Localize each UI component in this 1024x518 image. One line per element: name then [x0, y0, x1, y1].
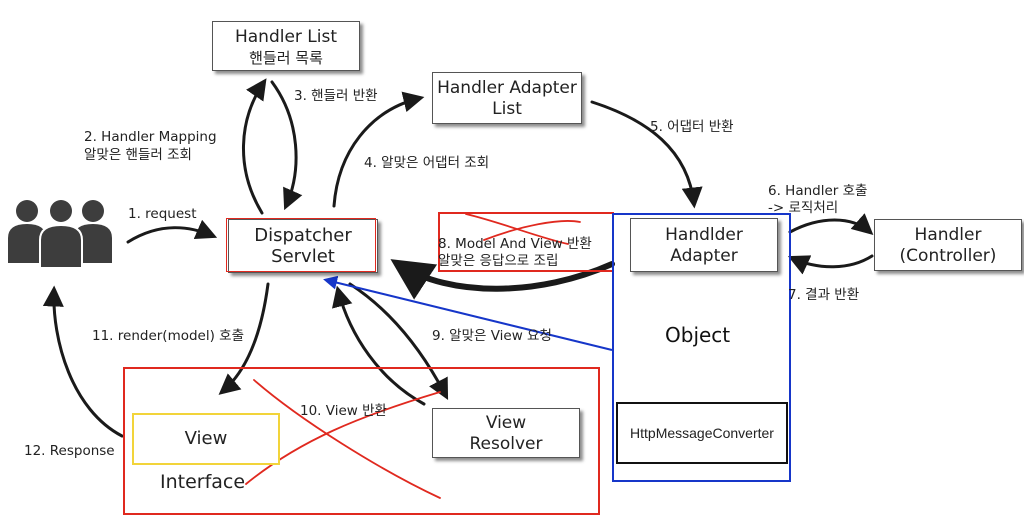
arrow-object-to-dispatcher: [323, 275, 613, 351]
arrow-handler-mapping: [242, 78, 267, 215]
label-view-request: 9. 알맞은 View 요청: [432, 328, 552, 344]
label-adapter-return: 5. 어댑터 반환: [650, 119, 734, 135]
handler-adapter-line2: Adapter: [670, 246, 738, 266]
dispatcher-servlet-box: Dispatcher Servlet: [228, 219, 378, 273]
arrow-response: [42, 285, 124, 438]
view-resolver-line1: View: [485, 413, 527, 433]
view-box: View: [132, 413, 280, 465]
label-result-return: 7. 결과 반환: [788, 287, 860, 303]
scribble-view-resolver: [245, 391, 441, 485]
label-handler-mapping-1: 2. Handler Mapping: [84, 129, 217, 145]
handler-adapter-list-line1: Handler Adapter: [437, 78, 577, 98]
view-resolver-line2: Resolver: [469, 434, 543, 454]
label-view-return: 10. View 반환: [300, 403, 387, 419]
label-handler-return: 3. 핸들러 반환: [294, 88, 378, 104]
arrow-model-and-view: [390, 259, 615, 300]
view-group-box: [123, 367, 600, 515]
arrow-handler-call: [788, 213, 874, 235]
label-handler-mapping-2: 알맞은 핸들러 조회: [84, 147, 192, 163]
arrow-render: [218, 282, 270, 395]
arrow-adapter-return: [590, 100, 703, 209]
handler-adapter-list-line2: List: [492, 99, 522, 119]
view-label: View: [184, 428, 228, 449]
arrow-view-return: [332, 285, 426, 406]
converter-label: HttpMessageConverter: [630, 425, 774, 441]
arrow-request: [126, 219, 218, 244]
handler-adapter-list-box: Handler Adapter List: [432, 72, 582, 124]
label-request: 1. request: [128, 206, 197, 222]
handler-list-box: Handler List 핸들러 목록: [212, 21, 360, 71]
interface-label: Interface: [160, 471, 246, 493]
users-icon: [8, 200, 112, 269]
scribble-cross-label: [465, 213, 569, 245]
view-resolver-box: View Resolver: [432, 408, 580, 458]
handler-line1: Handler: [914, 225, 982, 245]
scribble-cross-label-2: [483, 220, 581, 241]
dispatcher-line1: Dispatcher: [254, 225, 352, 246]
label-handler-call-1: 6. Handler 호출: [768, 183, 868, 199]
label-response: 12. Response: [24, 443, 115, 459]
object-label: Object: [665, 323, 731, 347]
handler-adapter-line1: Handlder: [665, 225, 743, 245]
arrow-view-request: [348, 282, 449, 400]
handler-line2: (Controller): [899, 246, 997, 266]
arrow-find-adapter: [332, 91, 425, 208]
dispatcher-highlight: [226, 218, 376, 272]
label-render: 11. render(model) 호출: [92, 328, 245, 344]
object-box: [612, 213, 791, 482]
handler-list-line2: 핸들러 목록: [249, 49, 323, 67]
handler-list-line1: Handler List: [234, 27, 338, 47]
arrow-handler-return: [270, 80, 303, 211]
label-handler-call-2: -> 로직처리: [768, 200, 839, 216]
handler-controller-box: Handler (Controller): [874, 219, 1022, 271]
handler-adapter-box: Handlder Adapter: [630, 218, 778, 272]
scribble-interface: [253, 379, 441, 499]
arrow-result-return: [787, 254, 874, 275]
dispatcher-line2: Servlet: [271, 246, 335, 267]
label-model-and-view-1: 8. Model And View 반환: [438, 236, 592, 252]
http-message-converter-box: HttpMessageConverter: [616, 402, 788, 464]
label-find-adapter: 4. 알맞은 어댑터 조회: [364, 155, 490, 171]
label-model-and-view-2: 알맞은 응답으로 조립: [438, 253, 559, 269]
